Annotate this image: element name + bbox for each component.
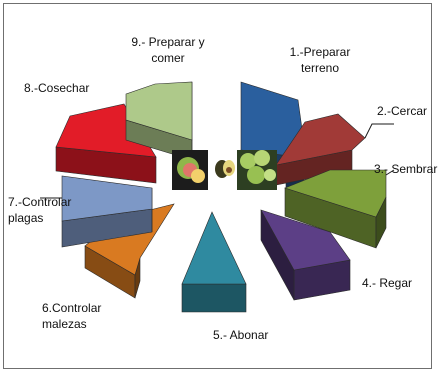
segment-4	[260, 209, 351, 301]
leader-line-3	[385, 169, 395, 176]
segment-7	[61, 175, 153, 248]
step-label-6: 6.Controlar malezas	[42, 301, 102, 331]
step-label-1: 1.-Preparar terreno	[289, 45, 351, 75]
leader-line-2	[364, 123, 394, 139]
step-label-4: 4.- Regar	[362, 276, 413, 290]
step-label-9: 9.- Preparar y comer	[131, 35, 205, 65]
avocado-photo	[214, 156, 236, 180]
step-label-7: 7.-Controlar plagas	[8, 195, 72, 225]
segment-8	[55, 103, 157, 184]
segment-5	[181, 211, 247, 313]
segment-3	[284, 169, 387, 249]
step-label-5: 5.- Abonar	[213, 328, 269, 342]
step-label-2: 2.-Cercar	[377, 104, 428, 118]
step-label-8: 8.-Cosechar	[24, 81, 90, 95]
step-label-3: 3.- Sembrar	[374, 162, 438, 176]
leader-lines	[40, 123, 395, 199]
center-photos	[172, 150, 277, 190]
lime-cluster-photo	[237, 150, 277, 190]
guava-fruit-photo	[172, 150, 208, 190]
